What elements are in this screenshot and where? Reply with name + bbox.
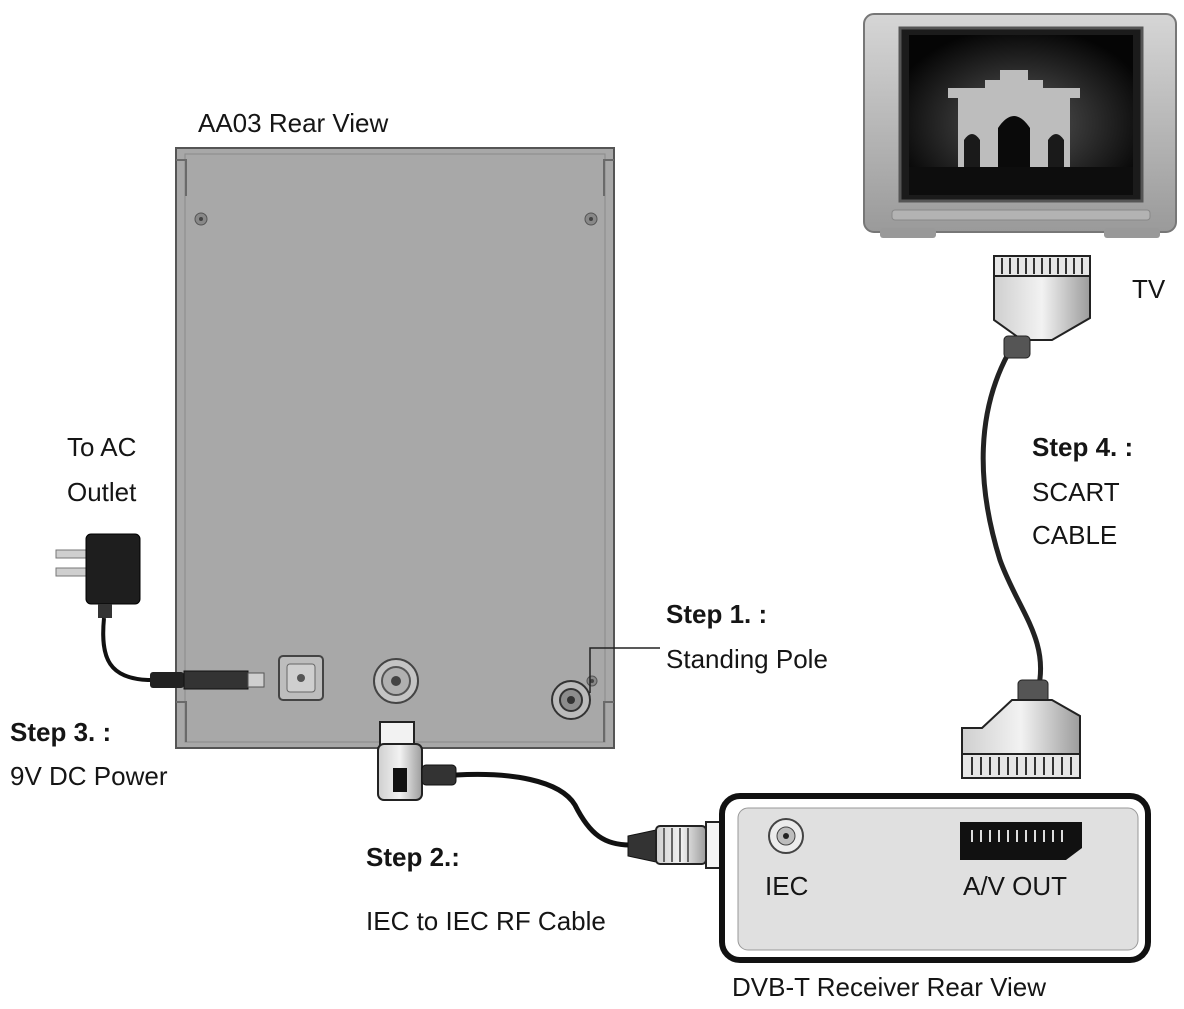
step3-text: 9V DC Power	[10, 761, 168, 791]
scart-plug-icon	[993, 255, 1091, 359]
screw-icon	[586, 675, 598, 687]
rf-socket-icon	[373, 658, 419, 704]
screw-icon	[194, 212, 208, 226]
receiver-rear-panel	[719, 793, 1151, 963]
screw-icon	[584, 212, 598, 226]
step4-line1: SCART	[1032, 477, 1120, 507]
outlet-label-line2: Outlet	[67, 477, 137, 507]
step3-heading: Step 3. :	[10, 717, 112, 747]
scart-cable	[980, 352, 1044, 691]
dc-plug-icon	[150, 670, 265, 690]
rf-cable	[455, 771, 631, 848]
step1-heading: Step 1. :	[666, 599, 768, 629]
iec-port-label: IEC	[765, 871, 809, 901]
dc-cable	[101, 617, 180, 682]
iec-connector-icon	[377, 721, 457, 801]
tv-icon	[863, 13, 1177, 238]
antenna-title: AA03 Rear View	[198, 108, 389, 138]
step4-line2: CABLE	[1032, 520, 1118, 550]
tv-label: TV	[1132, 274, 1166, 304]
outlet-label-line1: To AC	[67, 432, 137, 462]
step2-heading: Step 2.:	[366, 842, 460, 872]
receiver-caption: DVB-T Receiver Rear View	[732, 972, 1047, 1002]
step1-text: Standing Pole	[666, 644, 828, 674]
av-out-port-label: A/V OUT	[963, 871, 1068, 901]
step4-heading: Step 4. :	[1032, 432, 1134, 462]
scart-socket-icon	[960, 822, 1082, 860]
dc-jack-icon	[278, 655, 324, 701]
iec-socket-icon	[768, 818, 804, 854]
step2-text: IEC to IEC RF Cable	[366, 906, 606, 936]
power-adapter-icon	[55, 533, 141, 618]
standing-pole-icon	[551, 680, 591, 720]
scart-plug-icon	[961, 679, 1081, 779]
antenna-rear-panel	[175, 147, 660, 749]
